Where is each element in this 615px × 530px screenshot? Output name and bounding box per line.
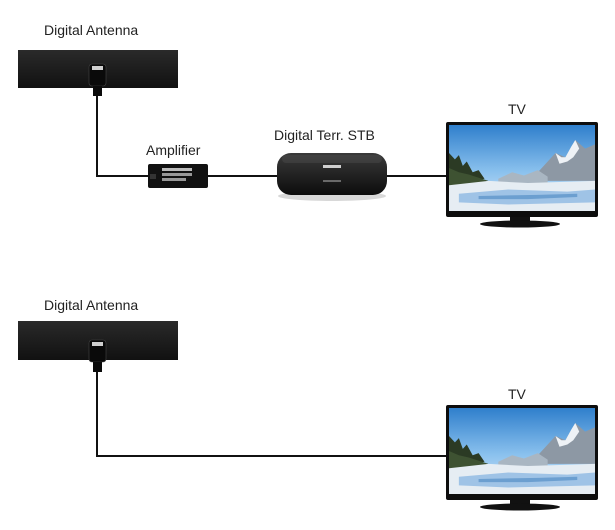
tv-top — [446, 122, 598, 228]
cable-top — [96, 96, 446, 177]
tv-label-bottom: TV — [508, 386, 526, 402]
antenna-bottom — [18, 321, 178, 372]
cable-bottom — [96, 370, 446, 457]
antenna-top — [18, 50, 178, 96]
amplifier-device — [148, 164, 208, 188]
tv-label-top: TV — [508, 101, 526, 117]
antenna-label-bottom: Digital Antenna — [44, 297, 139, 313]
set-top-box — [277, 153, 387, 201]
stb-label: Digital Terr. STB — [274, 127, 375, 143]
tv-bottom — [446, 405, 598, 511]
amplifier-label: Amplifier — [146, 142, 201, 158]
antenna-label-top: Digital Antenna — [44, 22, 139, 38]
